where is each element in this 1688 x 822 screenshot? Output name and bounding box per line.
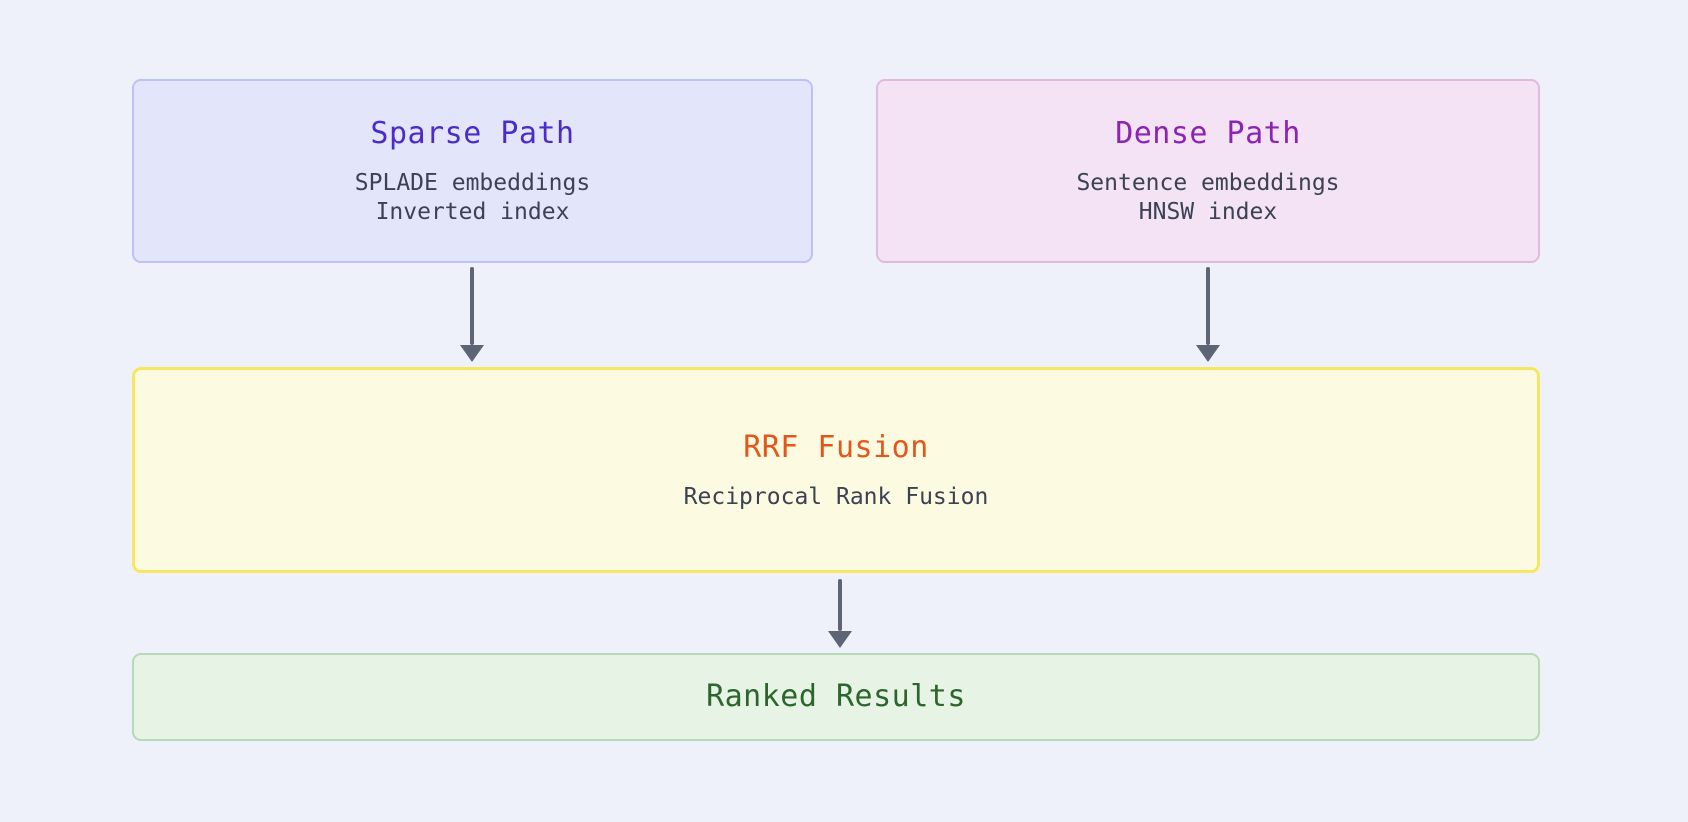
rrf-fusion-title: RRF Fusion — [743, 429, 929, 465]
sparse-path-line-2: Inverted index — [375, 199, 570, 225]
arrow-sparse-to-rrf-icon — [470, 267, 474, 345]
dense-path-line-2: HNSW index — [1138, 199, 1278, 225]
sparse-path-node: Sparse Path SPLADE embeddings Inverted i… — [132, 79, 813, 263]
ranked-results-title: Ranked Results — [706, 679, 966, 714]
arrow-dense-to-rrf-icon — [1206, 267, 1210, 345]
dense-path-node: Dense Path Sentence embeddings HNSW inde… — [876, 79, 1540, 263]
dense-path-title: Dense Path — [1115, 116, 1301, 151]
rrf-fusion-line-1: Reciprocal Rank Fusion — [683, 483, 989, 510]
ranked-results-node: Ranked Results — [132, 653, 1540, 741]
sparse-path-line-1: SPLADE embeddings — [354, 170, 591, 196]
sparse-path-title: Sparse Path — [370, 116, 575, 151]
dense-path-line-1: Sentence embeddings — [1076, 170, 1340, 196]
arrow-rrf-to-ranked-icon — [838, 579, 842, 631]
rrf-fusion-node: RRF Fusion Reciprocal Rank Fusion — [132, 367, 1540, 573]
